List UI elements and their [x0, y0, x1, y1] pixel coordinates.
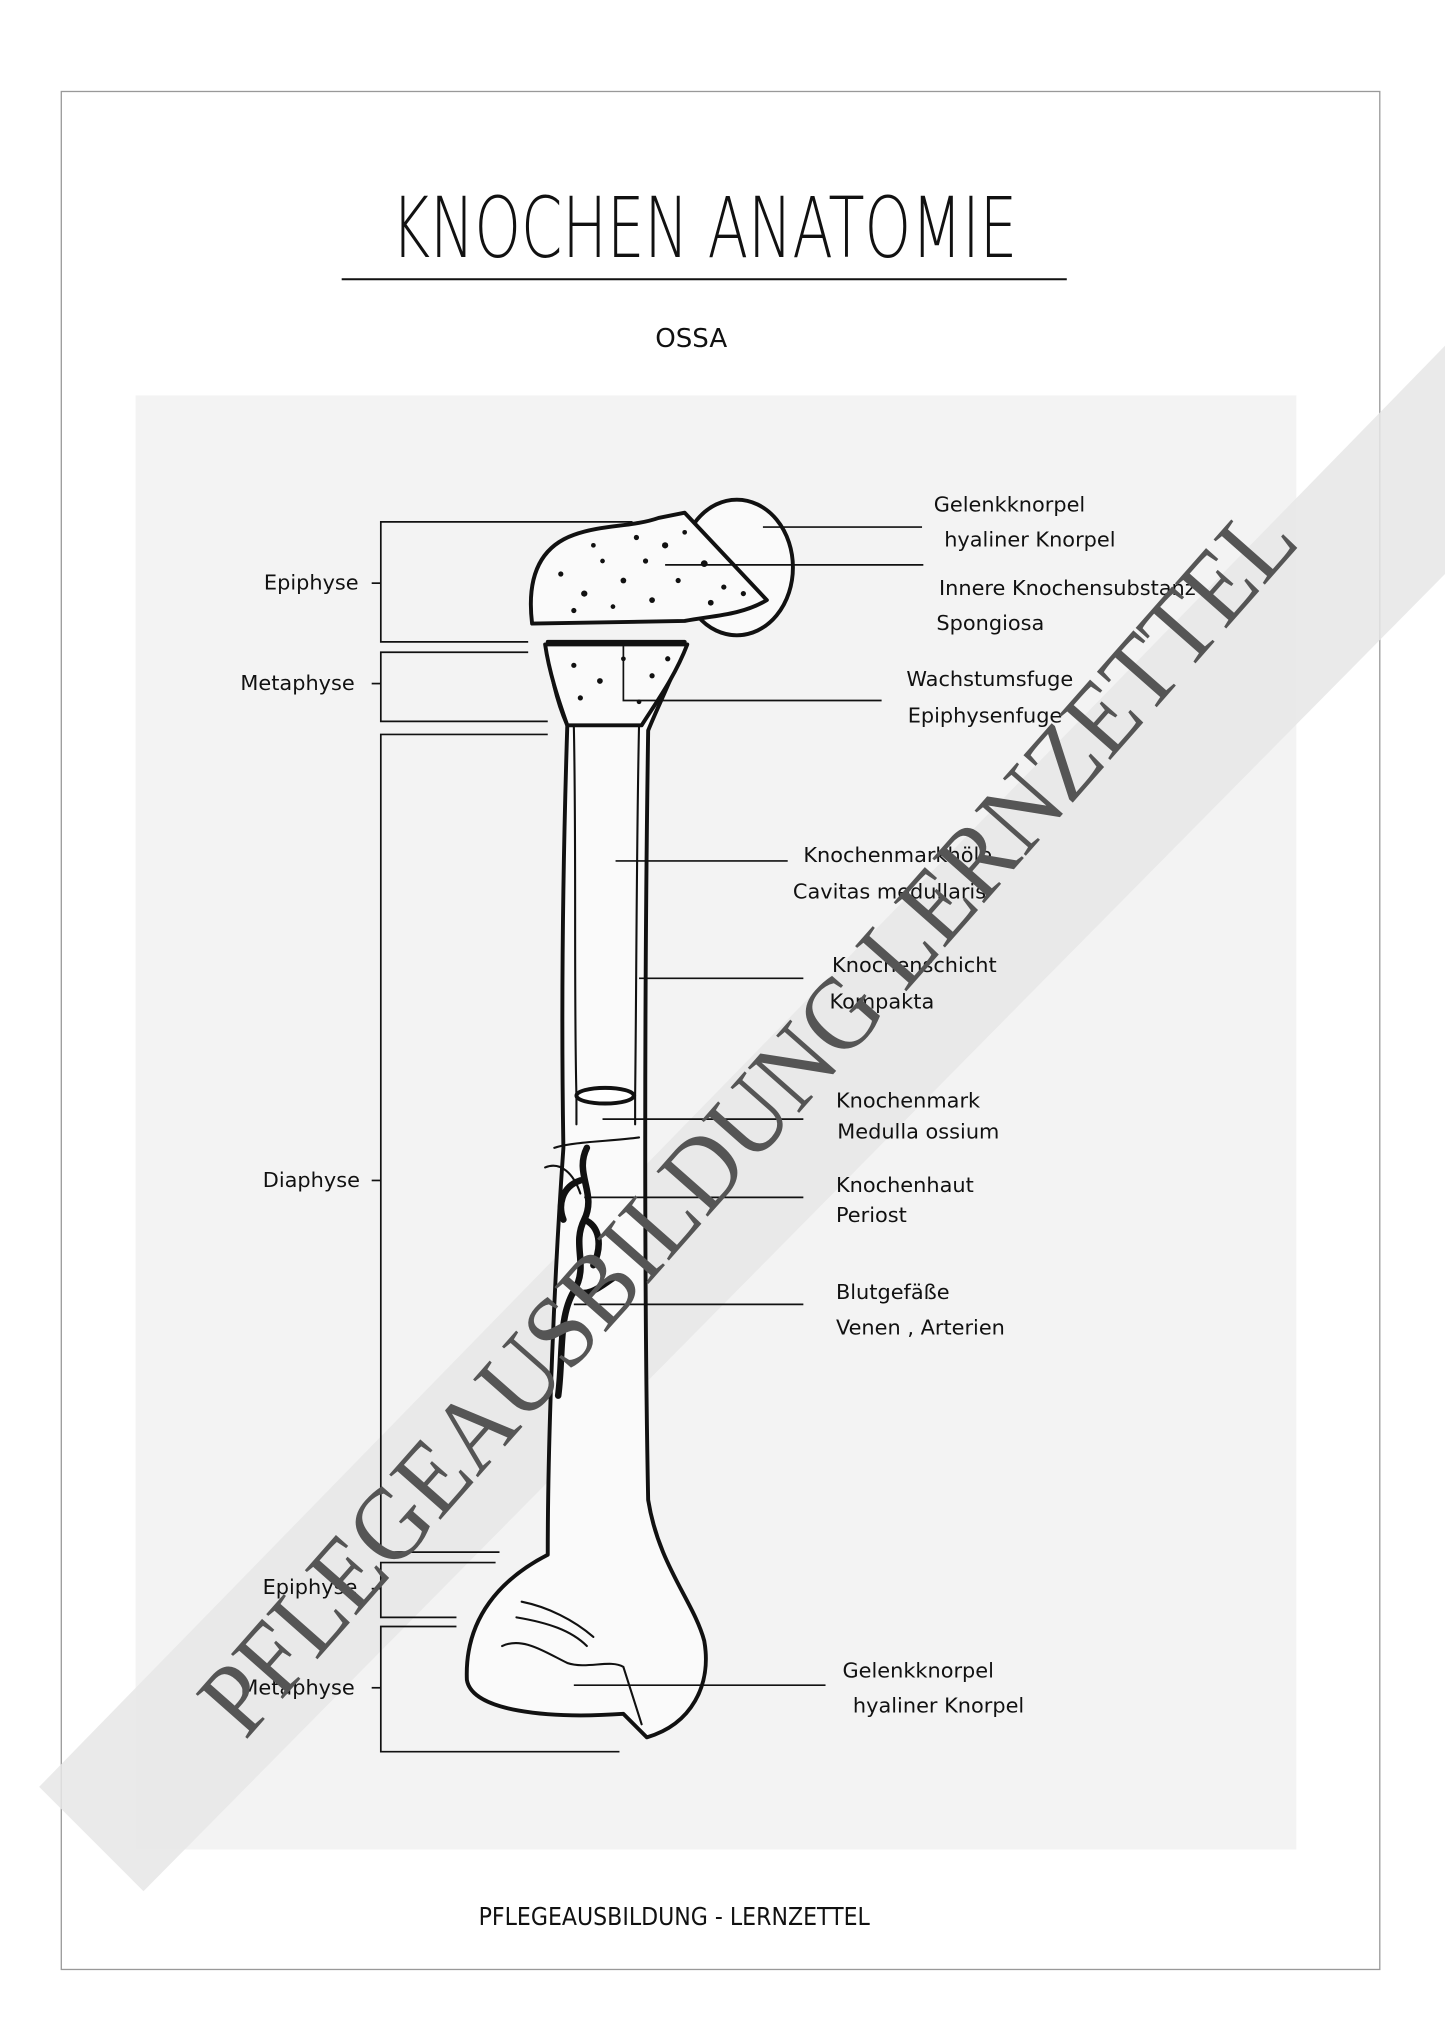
label-diaphyse: Diaphyse — [263, 1168, 360, 1192]
label-line1: Blutgefäße — [836, 1280, 950, 1304]
label-metaphyse-proximal: Metaphyse — [240, 671, 354, 695]
label-line2: hyaliner Knorpel — [944, 528, 1115, 552]
label-metaphyse-distal: Metaphyse — [240, 1675, 354, 1699]
label-line1: Knochenhaut — [836, 1173, 974, 1197]
label-line2: Kompakta — [829, 989, 934, 1013]
label-line1: Knochenmark — [836, 1088, 981, 1112]
label-line1: Knochenmarkhöle — [803, 843, 992, 867]
label-line2: Cavitas medullaris — [793, 880, 986, 904]
label-line2: hyaliner Knorpel — [853, 1694, 1024, 1718]
label-line2: Venen , Arterien — [836, 1315, 1005, 1339]
label-line2: Medulla ossium — [837, 1120, 999, 1144]
page-footer: PFLEGEAUSBILDUNG - LERNZETTEL — [479, 1902, 870, 1931]
page-subtitle: OSSA — [655, 324, 727, 354]
label-epiphyse-distal: Epiphyse — [263, 1575, 358, 1599]
label-epiphyse-proximal: Epiphyse — [264, 571, 359, 595]
bone-marrow-disk — [574, 1085, 636, 1106]
label-line2: Epiphysenfuge — [908, 704, 1063, 728]
label-line2: Spongiosa — [936, 611, 1044, 635]
label-line1: Innere Knochensubstanz — [939, 576, 1196, 600]
label-line2: Periost — [836, 1203, 907, 1227]
label-line1: Gelenkknorpel — [842, 1658, 993, 1682]
label-line1: Knochenschicht — [832, 953, 997, 977]
page-title: KNOCHEN ANATOMIE — [391, 180, 1017, 277]
label-line1: Wachstumsfuge — [906, 667, 1073, 691]
label-line1: Gelenkknorpel — [934, 492, 1085, 516]
